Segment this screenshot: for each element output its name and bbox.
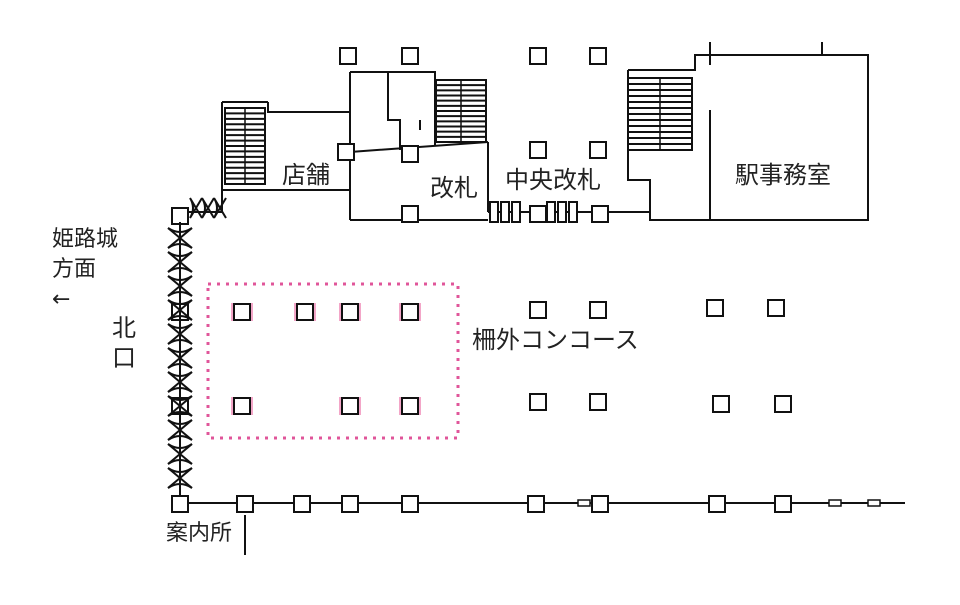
turnstile-1 (500, 201, 510, 223)
label-north-exit-1: 北 (112, 314, 136, 342)
door-9 (167, 443, 193, 465)
pillar-18 (712, 395, 730, 413)
door-8 (167, 419, 193, 441)
door-6 (167, 371, 193, 393)
stairs-shop (224, 107, 266, 185)
label-north-exit-2: 口 (112, 344, 136, 372)
pillar-highlighted-1 (296, 303, 314, 321)
wall-fitting-2 (867, 499, 881, 507)
pillar-14 (706, 299, 724, 317)
pillar-25 (341, 495, 359, 513)
pillar-2 (529, 47, 547, 65)
turnstile-0 (489, 201, 499, 223)
pillar-26 (401, 495, 419, 513)
pillar-17 (589, 393, 607, 411)
door-10 (167, 467, 193, 489)
wall-fitting-1 (828, 499, 842, 507)
pillar-29 (708, 495, 726, 513)
door-3 (167, 299, 193, 321)
pillar-22 (171, 495, 189, 513)
pillar-highlighted-5 (341, 397, 359, 415)
pillar-16 (529, 393, 547, 411)
pillar-highlighted-6 (401, 397, 419, 415)
door-4 (167, 323, 193, 345)
corner-door-2 (213, 197, 227, 219)
pillar-13 (589, 301, 607, 319)
stairs-gate (435, 79, 487, 143)
corner-door-0 (189, 197, 203, 219)
pillar-30 (774, 495, 792, 513)
pillar-12 (529, 301, 547, 319)
pillar-11 (171, 207, 189, 225)
pillar-19 (774, 395, 792, 413)
pillar-highlighted-2 (341, 303, 359, 321)
pillar-27 (527, 495, 545, 513)
pillar-1 (401, 47, 419, 65)
pillar-5 (401, 145, 419, 163)
pillar-24 (293, 495, 311, 513)
label-shop: 店舗 (282, 161, 330, 189)
wall-fitting-0 (577, 499, 591, 507)
pillar-23 (236, 495, 254, 513)
label-central-gate: 中央改札 (505, 166, 601, 194)
label-ticket-gate: 改札 (430, 174, 478, 202)
door-5 (167, 347, 193, 369)
label-station-office: 駅事務室 (735, 161, 831, 189)
corner-door-1 (201, 197, 215, 219)
door-0 (167, 227, 193, 249)
turnstile-3 (546, 201, 556, 223)
pillar-7 (589, 141, 607, 159)
pillar-highlighted-4 (233, 397, 251, 415)
highlighted-area (206, 282, 460, 440)
pillar-highlighted-0 (233, 303, 251, 321)
label-info-center: 案内所 (166, 521, 232, 546)
door-2 (167, 275, 193, 297)
pillar-9 (529, 205, 547, 223)
label-himeji-line2: 方面 (52, 257, 96, 282)
pillar-10 (591, 205, 609, 223)
pillar-3 (589, 47, 607, 65)
pillar-4 (337, 143, 355, 161)
label-concourse: 柵外コンコース (472, 326, 639, 354)
turnstile-4 (557, 201, 567, 223)
pillar-highlighted-3 (401, 303, 419, 321)
pillar-15 (767, 299, 785, 317)
pillar-28 (591, 495, 609, 513)
door-1 (167, 251, 193, 273)
label-himeji-line1: 姫路城 (52, 227, 118, 252)
door-7 (167, 395, 193, 417)
stairs-central (627, 77, 693, 151)
pillar-0 (339, 47, 357, 65)
turnstile-5 (568, 201, 578, 223)
pillar-8 (401, 205, 419, 223)
pillar-6 (529, 141, 547, 159)
direction-arrow-icon: ← (52, 287, 70, 312)
office-dividers (709, 42, 823, 220)
turnstile-2 (511, 201, 521, 223)
